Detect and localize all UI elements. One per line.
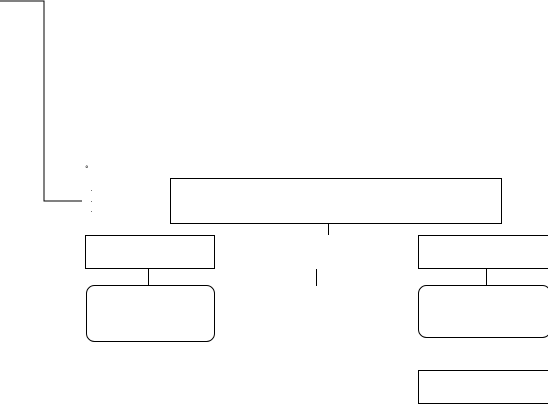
tick-mark-1 bbox=[91, 190, 92, 191]
left-box bbox=[85, 235, 215, 269]
right-rounded-box bbox=[418, 285, 548, 338]
bottom-right-box bbox=[418, 370, 548, 404]
left-rounded-box bbox=[86, 285, 215, 342]
degree-mark: ° bbox=[85, 165, 89, 173]
tick-mark-2 bbox=[91, 201, 92, 202]
left-bracket-line bbox=[0, 0, 82, 202]
top-box bbox=[170, 178, 502, 224]
right-box bbox=[418, 235, 548, 269]
tick-mark-3 bbox=[91, 211, 92, 212]
